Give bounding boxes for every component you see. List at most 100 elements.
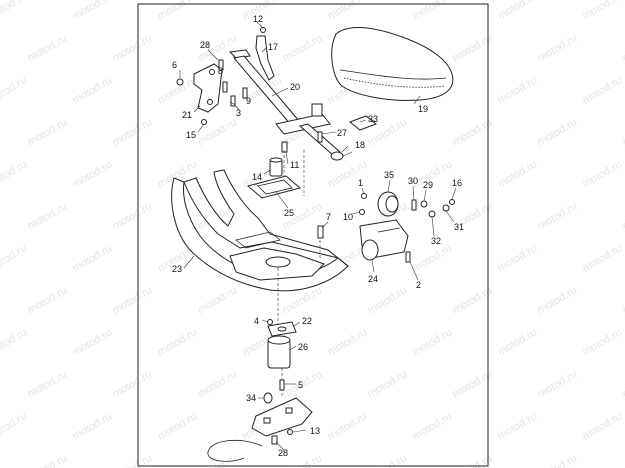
watermark-text: motod.ru (621, 116, 625, 148)
watermark-text: motod.ru (621, 200, 625, 232)
callout-35: 35 (384, 170, 394, 180)
watermark-text: motod.ru (111, 368, 155, 400)
watermark-text: motod.ru (581, 326, 625, 358)
watermark-text: motod.ru (581, 410, 625, 442)
watermark-text: motod.ru (326, 0, 370, 23)
lever-17 (255, 35, 275, 81)
watermark-text: motod.ru (26, 200, 70, 232)
watermark-text: motod.ru (71, 74, 115, 106)
watermark-text: motod.ru (496, 410, 540, 442)
fasteners-upper (176, 27, 266, 125)
watermark-text: motod.ru (581, 74, 625, 106)
callout-10: 10 (343, 212, 353, 222)
callout-7: 7 (326, 212, 331, 222)
bracket-21 (193, 63, 223, 113)
callout-labels: 12 28 17 6 8 20 9 3 21 15 19 33 27 18 11… (172, 14, 464, 458)
watermark-text: motod.ru (26, 284, 70, 316)
callout-5: 5 (298, 380, 303, 390)
watermark-text: motod.ru (366, 284, 410, 316)
callout-1: 1 (358, 178, 363, 188)
watermark-text: motod.ru (621, 284, 625, 316)
watermark-text: motod.ru (156, 0, 200, 23)
callout-26: 26 (298, 342, 308, 352)
callout-19: 19 (418, 104, 428, 114)
watermark-text: motod.ru (0, 410, 29, 442)
watermark-text: motod.ru (71, 410, 115, 442)
watermark-text: motod.ru (581, 242, 625, 274)
parts-27-33-18-11 (281, 115, 377, 161)
callout-2: 2 (416, 280, 421, 290)
watermark-text: motod.ru (621, 368, 625, 400)
watermark-text: motod.ru (156, 410, 200, 442)
watermark-text: motod.ru (536, 200, 580, 232)
watermark-text: motod.ru (111, 32, 155, 64)
watermark-text: motod.ru (71, 0, 115, 23)
watermark-text: motod.ru (411, 326, 455, 358)
watermark-text: motod.ru (0, 242, 29, 274)
watermark-text: motod.ru (621, 452, 625, 468)
callout-14: 14 (252, 172, 262, 182)
watermark-text: motod.ru (326, 410, 370, 442)
assembly-lines (277, 150, 321, 396)
watermark-text: motod.ru (156, 326, 200, 358)
watermark-text: motod.ru (496, 242, 540, 274)
watermark-text: motod.ru (0, 74, 29, 106)
callout-23: 23 (172, 264, 182, 274)
mount-14 (269, 157, 283, 177)
watermark-text: motod.ru (536, 368, 580, 400)
callout-28-upper: 28 (200, 40, 210, 50)
watermark-text: motod.ru (26, 368, 70, 400)
watermark-text: motod.ru (26, 452, 70, 468)
watermark-text: motod.ru (581, 0, 625, 23)
leader-lines (179, 21, 457, 451)
watermark-text: motod.ru (111, 116, 155, 148)
callout-3: 3 (236, 108, 241, 118)
diagram-border (137, 3, 489, 467)
watermark-text: motod.ru (496, 0, 540, 23)
callout-21: 21 (182, 110, 192, 120)
watermark-text: motod.ru (281, 32, 325, 64)
watermark-text: motod.ru (26, 116, 70, 148)
callout-17: 17 (268, 42, 278, 52)
callout-16: 16 (452, 178, 462, 188)
fender-23 (171, 169, 349, 292)
watermark-text: motod.ru (326, 326, 370, 358)
callout-29: 29 (423, 180, 433, 190)
lower-mount-parts (207, 319, 313, 462)
callout-28-lower: 28 (278, 448, 288, 458)
watermark-text: motod.ru (0, 158, 29, 190)
callout-15: 15 (186, 130, 196, 140)
callout-30: 30 (408, 176, 418, 186)
callout-8: 8 (218, 66, 223, 76)
watermark-text: motod.ru (26, 32, 70, 64)
watermark-text: motod.ru (71, 242, 115, 274)
callout-32: 32 (431, 236, 441, 246)
watermark-text: motod.ru (536, 116, 580, 148)
seat (331, 26, 454, 101)
callout-25: 25 (284, 208, 294, 218)
watermark-text: motod.ru (111, 200, 155, 232)
watermark-text: motod.ru (366, 368, 410, 400)
callout-33: 33 (368, 114, 378, 124)
watermark-text: motod.ru (156, 74, 200, 106)
plate-25 (246, 175, 302, 199)
watermark-text: motod.ru (0, 326, 29, 358)
watermark-text: motod.ru (621, 32, 625, 64)
watermark-text: motod.ru (496, 326, 540, 358)
watermark-text: motod.ru (0, 0, 29, 23)
watermark-text: motod.ru (411, 410, 455, 442)
watermark-text: motod.ru (536, 452, 580, 468)
callout-4: 4 (254, 316, 259, 326)
callout-24: 24 (368, 274, 378, 284)
callout-6: 6 (172, 60, 177, 70)
watermark-text: motod.ru (411, 0, 455, 23)
watermark-text: motod.ru (411, 242, 455, 274)
callout-13: 13 (310, 426, 320, 436)
watermark-text: motod.ru (196, 284, 240, 316)
callout-22: 22 (302, 316, 312, 326)
watermark-text: motod.ru (196, 368, 240, 400)
callout-12: 12 (253, 14, 263, 24)
callout-27: 27 (337, 128, 347, 138)
callout-31: 31 (454, 222, 464, 232)
